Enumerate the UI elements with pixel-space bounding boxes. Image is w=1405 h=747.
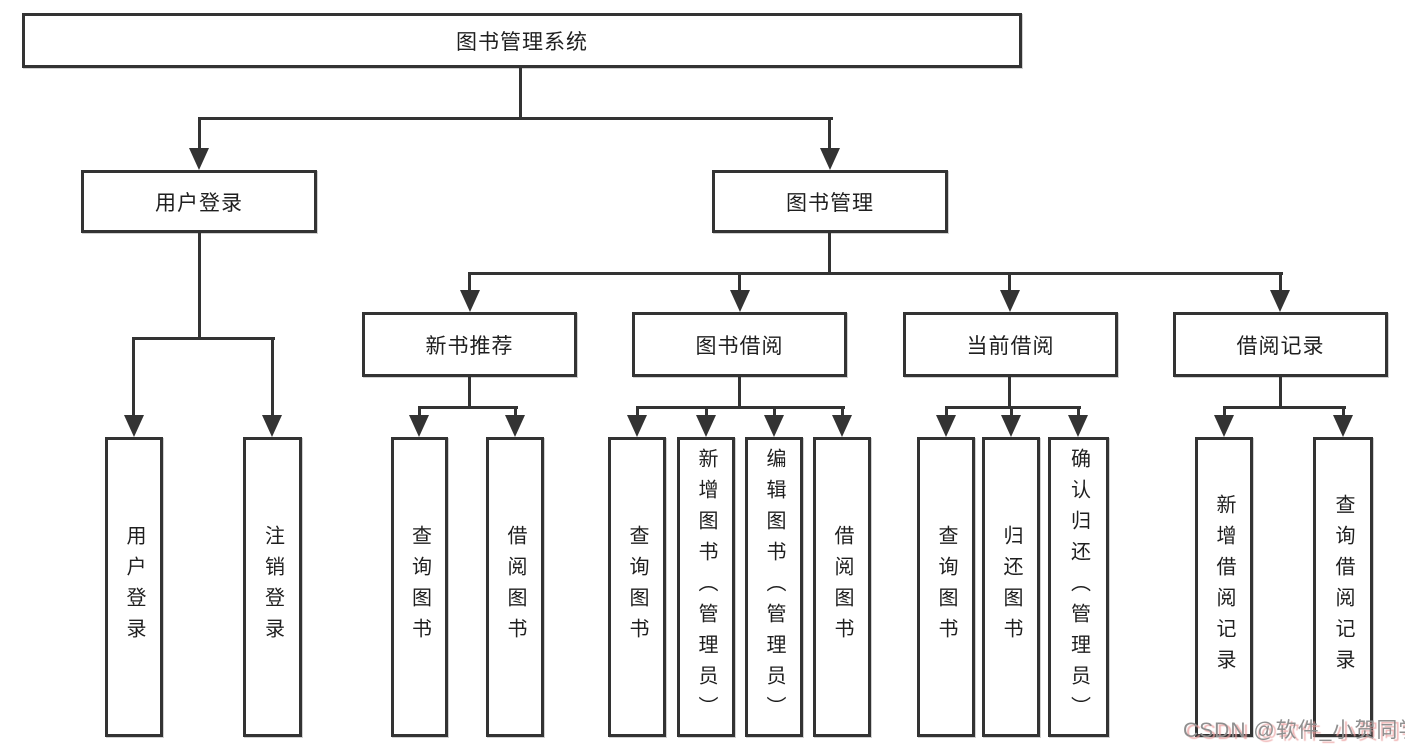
connector-drop-new-book	[468, 272, 471, 292]
connector-book-mgmt-trunk	[828, 233, 831, 272]
leaf-borrow-books-recommend: 借阅图书	[486, 437, 544, 737]
connector-drop-borrow-records	[1279, 272, 1282, 292]
connector-borrow-records-trunk	[1279, 377, 1282, 406]
connector-drop-nb-borrow	[514, 406, 517, 418]
node-book-management: 图书管理	[712, 170, 948, 233]
connector-drop-cb-confirm	[1077, 406, 1080, 418]
leaf-borrow-books: 借阅图书	[813, 437, 871, 737]
connector-drop-br-add	[1223, 406, 1226, 418]
connector-user-login-trunk	[198, 233, 201, 337]
node-root: 图书管理系统	[22, 13, 1022, 68]
node-borrow-records: 借阅记录	[1173, 312, 1388, 377]
connector-current-borrow-spread	[946, 406, 1081, 409]
arrowhead-book-borrow	[730, 290, 750, 312]
arrowhead-bb-add	[696, 415, 716, 437]
connector-drop-br-query	[1342, 406, 1345, 418]
connector-drop-book-management	[828, 117, 831, 150]
arrowhead-user-login	[189, 148, 209, 170]
csdn-watermark: CSDN @软件_小贺同学	[1183, 719, 1405, 742]
arrowhead-nb-borrow	[505, 415, 525, 437]
leaf-add-borrow-record: 新增借阅记录	[1195, 437, 1253, 737]
node-book-borrow: 图书借阅	[632, 312, 847, 377]
arrowhead-book-management	[820, 148, 840, 170]
connector-book-mgmt-spread	[470, 272, 1283, 275]
connector-drop-cb-return	[1010, 406, 1013, 418]
connector-drop-current-borrow	[1008, 272, 1011, 292]
arrowhead-cb-return	[1001, 415, 1021, 437]
connector-current-borrow-trunk	[1008, 377, 1011, 406]
connector-drop-bb-borrow	[841, 406, 844, 418]
arrowhead-br-add	[1214, 415, 1234, 437]
connector-drop-bb-query	[636, 406, 639, 418]
arrowhead-br-query	[1333, 415, 1353, 437]
connector-root-trunk	[519, 68, 522, 117]
arrowhead-leaf-login	[124, 415, 144, 437]
leaf-query-books-recommend: 查询图书	[391, 437, 448, 737]
leaf-logout: 注销登录	[243, 437, 302, 737]
node-current-borrow: 当前借阅	[903, 312, 1118, 377]
arrowhead-cb-confirm	[1068, 415, 1088, 437]
node-user-login: 用户登录	[81, 170, 317, 233]
connector-user-login-spread	[134, 337, 275, 340]
connector-drop-book-borrow	[738, 272, 741, 292]
connector-new-book-trunk	[468, 377, 471, 406]
leaf-confirm-return-admin: 确认归还（管理员）	[1048, 437, 1109, 737]
leaf-query-books-current: 查询图书	[917, 437, 975, 737]
leaf-user-login: 用户登录	[105, 437, 163, 737]
arrowhead-cb-query	[936, 415, 956, 437]
leaf-return-book: 归还图书	[982, 437, 1040, 737]
connector-new-book-spread	[419, 406, 518, 409]
arrowhead-bb-query	[627, 415, 647, 437]
connector-drop-nb-query	[418, 406, 421, 418]
arrowhead-new-book	[460, 290, 480, 312]
arrowhead-current-borrow	[1000, 290, 1020, 312]
connector-drop-cb-query	[945, 406, 948, 418]
connector-root-spread	[199, 117, 833, 120]
arrowhead-bb-borrow	[832, 415, 852, 437]
connector-book-borrow-spread	[637, 406, 845, 409]
connector-drop-leaf-logout	[271, 337, 274, 417]
arrowhead-leaf-logout	[262, 415, 282, 437]
leaf-query-borrow-record: 查询借阅记录	[1313, 437, 1373, 737]
arrowhead-bb-edit	[764, 415, 784, 437]
connector-drop-leaf-login	[132, 337, 135, 417]
node-new-book-recommend: 新书推荐	[362, 312, 577, 377]
connector-drop-bb-edit	[773, 406, 776, 418]
connector-drop-user-login	[198, 117, 201, 150]
connector-book-borrow-trunk	[738, 377, 741, 406]
arrowhead-nb-query	[409, 415, 429, 437]
leaf-query-books-borrow: 查询图书	[608, 437, 666, 737]
connector-borrow-records-spread	[1224, 406, 1346, 409]
leaf-add-book-admin: 新增图书（管理员）	[677, 437, 735, 737]
leaf-edit-book-admin: 编辑图书（管理员）	[745, 437, 803, 737]
arrowhead-borrow-records	[1270, 290, 1290, 312]
connector-drop-bb-add	[705, 406, 708, 418]
